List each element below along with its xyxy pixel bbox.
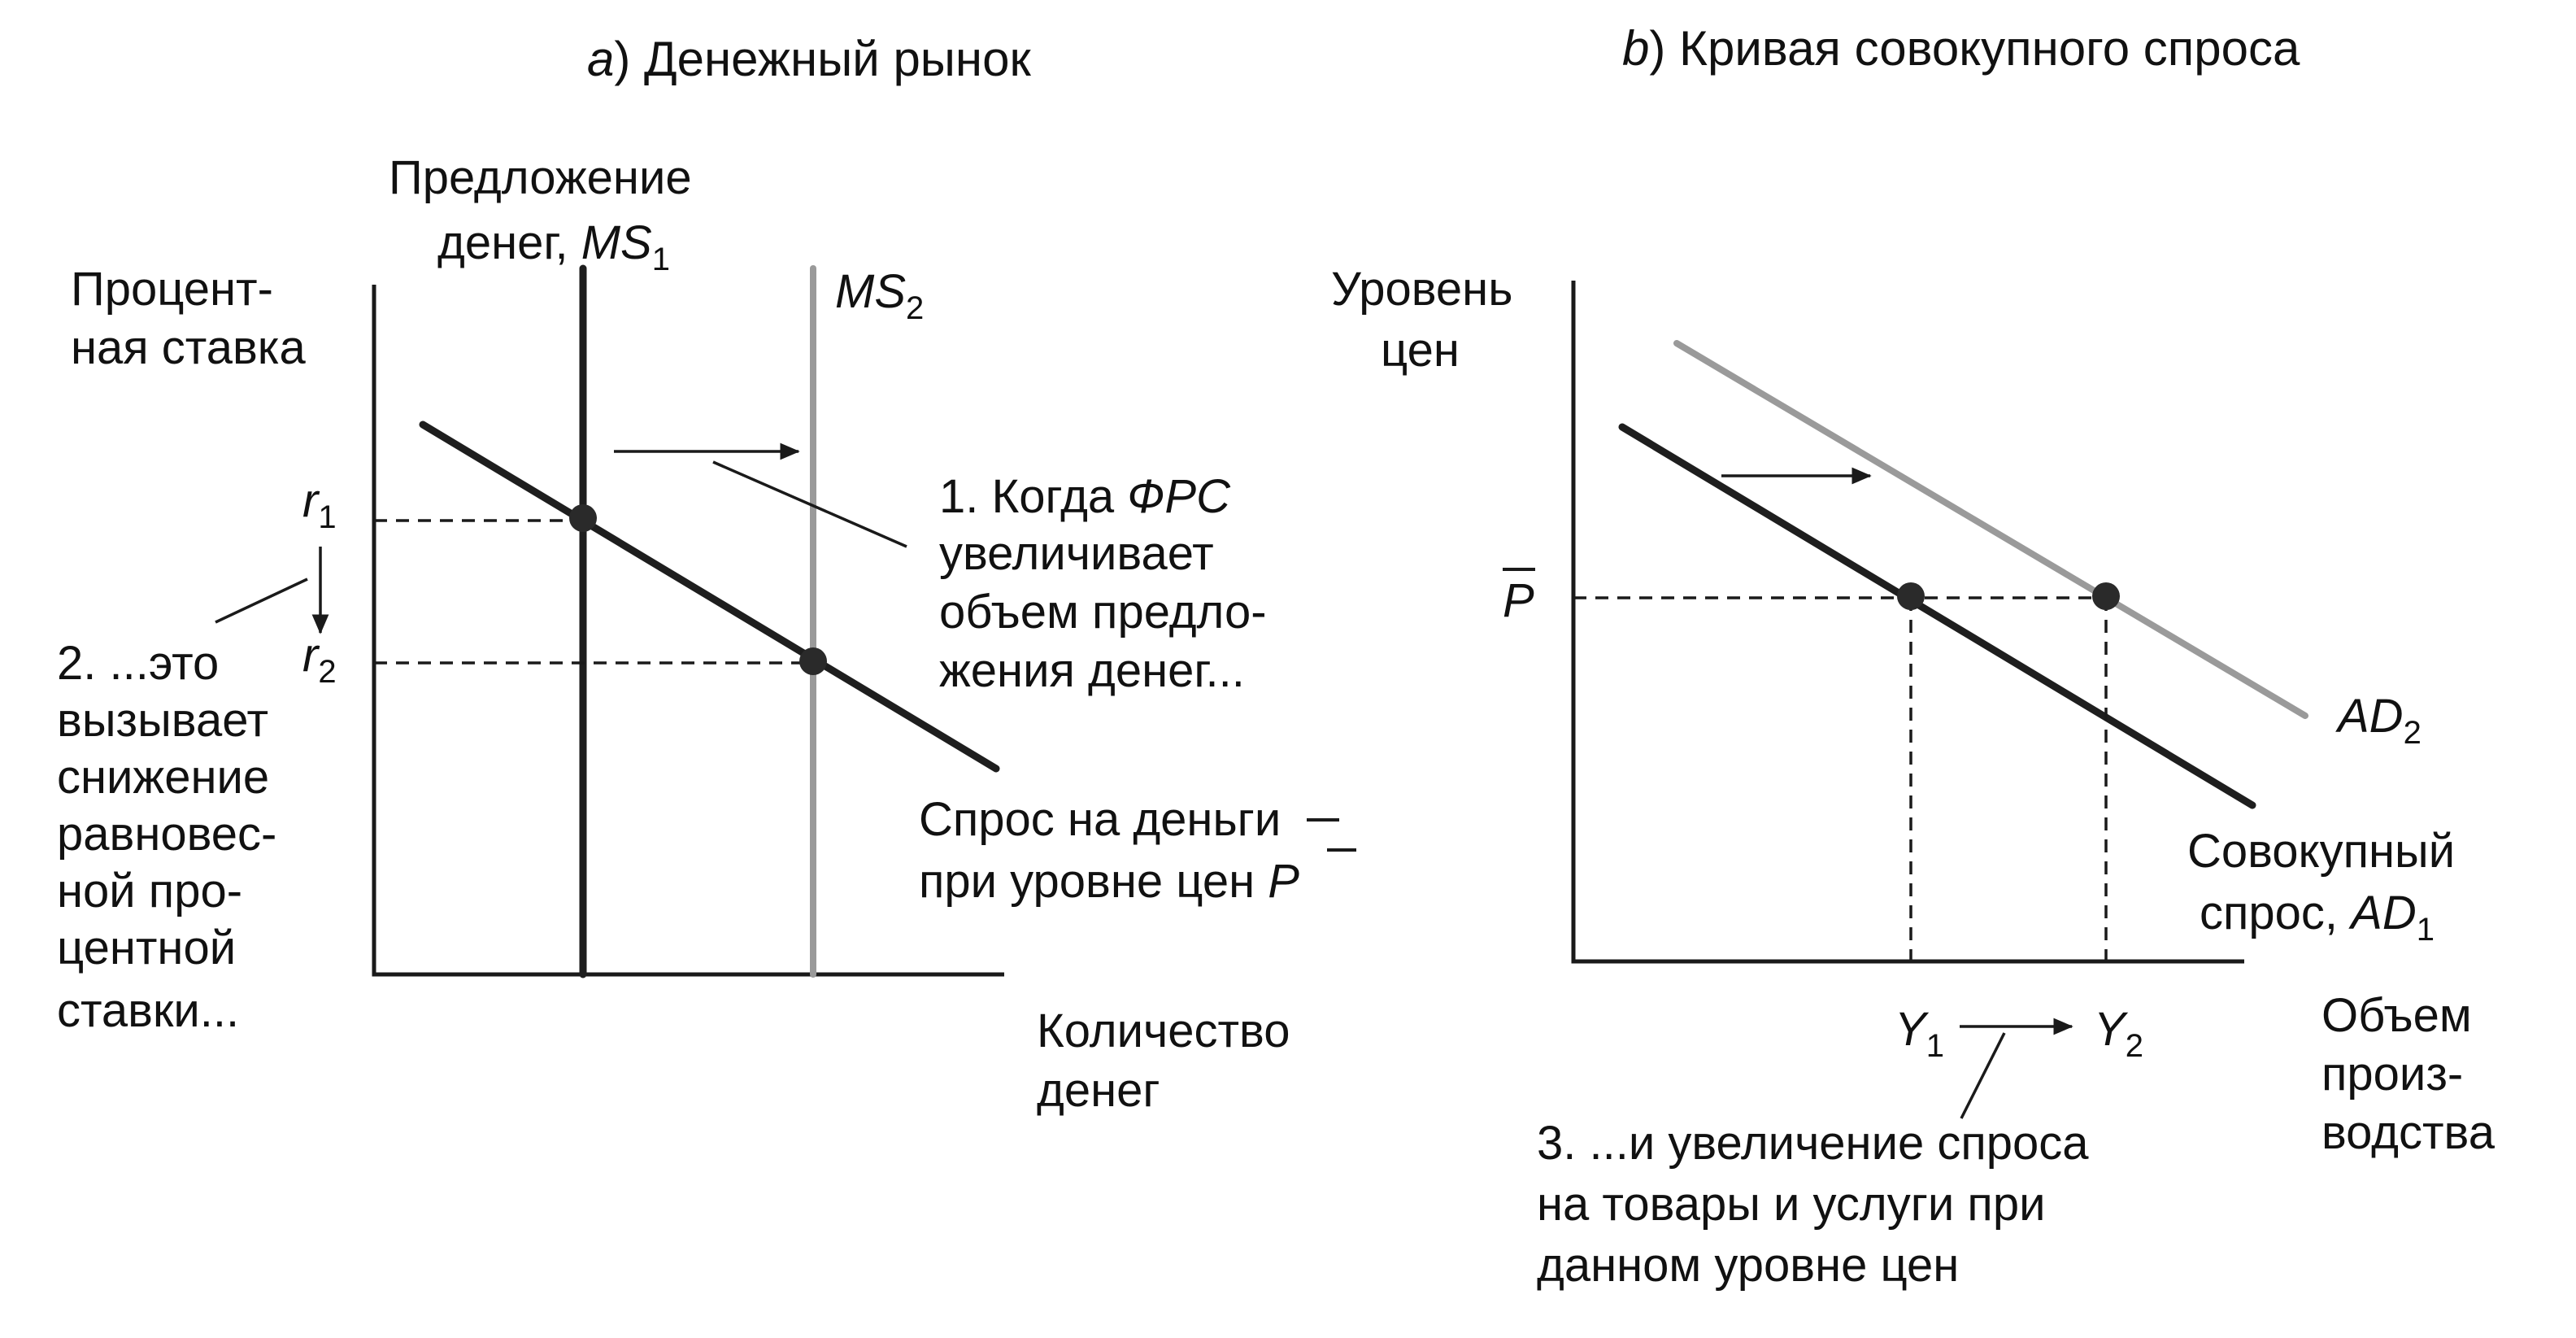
- note2-line1: 2. ...это: [57, 637, 219, 690]
- note1-leader-line: [712, 460, 907, 548]
- panel-a-title-text: ) Денежный рынок: [614, 32, 1031, 86]
- r2-label: r2: [302, 629, 337, 690]
- note2-line5: ной про-: [57, 865, 242, 917]
- r2-subscript: 2: [318, 654, 336, 690]
- ms2-symbol: MS: [835, 265, 906, 318]
- r1-label: r1: [302, 474, 337, 535]
- note2-line6: центной: [57, 922, 236, 974]
- note3-line3: данном уровне цен: [1537, 1239, 1959, 1292]
- note3-line2: на товары и услуги при: [1537, 1178, 2045, 1231]
- note1-fed: ФРС: [1127, 470, 1231, 523]
- r2-symbol: r: [302, 629, 320, 682]
- panel-b-title-text: ) Кривая совокупного спроса: [1649, 21, 2300, 76]
- note3-leader-line: [1960, 1032, 2006, 1119]
- ms2-label: MS2: [835, 265, 924, 326]
- ms1-symbol: MS: [581, 216, 652, 269]
- equilibrium-point-1: [569, 504, 597, 532]
- y1-subscript: 1: [1926, 1028, 1944, 1064]
- price-level-label: P: [1503, 574, 1534, 627]
- note2-line7: ставки...: [57, 984, 239, 1037]
- y1-symbol: Y: [1895, 1003, 1930, 1056]
- note1-line1: 1. Когда ФРС: [939, 470, 1231, 523]
- y2-label: Y2: [2094, 1003, 2143, 1064]
- ms1-subscript: 1: [652, 242, 670, 277]
- note1-line2: увеличивает: [939, 527, 1214, 580]
- note2-line4: равновес-: [57, 808, 276, 861]
- note1-line3: объем предло-: [939, 586, 1267, 638]
- ms2-subscript: 2: [906, 290, 924, 326]
- note2-line2: вызывает: [57, 694, 268, 747]
- r1-symbol: r: [302, 474, 320, 527]
- equilibrium-point-2: [799, 647, 827, 675]
- panel-b-y-axis-label-line1: Уровень: [1331, 263, 1512, 316]
- panel-b-y-axis-label-line2: цен: [1381, 324, 1460, 377]
- ad1-label-line1: Совокупный: [2187, 825, 2455, 878]
- panel-b-title: b) Кривая совокупного спроса: [1622, 21, 2300, 76]
- money-demand-curve: [419, 421, 1000, 773]
- panel-b-x-axis-label-line3: водства: [2321, 1106, 2496, 1159]
- panel-b-x-axis-label-line1: Объем: [2321, 989, 2472, 1042]
- ad2-subscript: 2: [2404, 715, 2422, 751]
- panel-a-y-axis-label-line2: ная ставка: [71, 321, 306, 374]
- y2-symbol: Y: [2094, 1003, 2129, 1056]
- money-demand-price-symbol: P: [1268, 855, 1299, 908]
- ad2-curve: [1673, 340, 2308, 719]
- note3-line1: 3. ...и увеличение спроса: [1537, 1117, 2089, 1170]
- panel-a-axes: [372, 285, 1004, 977]
- ad1-label-line2: спрос, AD1: [2200, 887, 2435, 948]
- note1-line4: жения денег...: [939, 644, 1245, 697]
- ad1-symbol: AD: [2348, 887, 2417, 939]
- panel-b-aggregate-demand: b) Кривая совокупного спроса Уровень цен…: [1331, 21, 2496, 1292]
- panel-b-axes: [1571, 281, 2244, 964]
- panel-a-money-market: a) Денежный рынок Процент- ная ставка Ко…: [57, 32, 1356, 1117]
- ms1-label-prefix: денег,: [437, 216, 581, 269]
- note2-leader-line: [215, 577, 308, 624]
- ad2-point: [2092, 582, 2120, 610]
- ms1-label-line1: Предложение: [389, 151, 692, 204]
- y1-label: Y1: [1895, 1003, 1944, 1064]
- panel-b-title-letter: b: [1622, 21, 1649, 76]
- r1-subscript: 1: [318, 499, 336, 535]
- panel-a-x-axis-label-line1: Количество: [1037, 1005, 1290, 1057]
- note2: 2. ...это вызывает снижение равновес- но…: [57, 637, 276, 1037]
- ad1-curve: [1618, 423, 2256, 809]
- y2-subscript: 2: [2126, 1028, 2143, 1064]
- ad1-point: [1897, 582, 1925, 610]
- ad1-subscript: 1: [2417, 912, 2435, 948]
- note2-line3: снижение: [57, 751, 269, 804]
- panel-a-y-axis-label-line1: Процент-: [71, 263, 273, 316]
- ms1-label-line2: денег, MS1: [437, 216, 670, 277]
- money-demand-label-prefix: при уровне цен: [919, 855, 1268, 908]
- panel-b-x-axis-label-line2: произ-: [2321, 1048, 2463, 1100]
- panel-a-x-axis-label-line2: денег: [1037, 1064, 1160, 1117]
- panel-a-title: a) Денежный рынок: [587, 32, 1031, 86]
- note1-prefix: 1. Когда: [939, 470, 1127, 523]
- ad2-symbol: AD: [2335, 690, 2404, 743]
- ad2-label: AD2: [2335, 690, 2422, 751]
- money-demand-label-line1: Спрос на деньги: [919, 793, 1281, 846]
- money-demand-label-line2: при уровне цен P: [919, 855, 1299, 908]
- ad1-label-prefix: спрос,: [2200, 887, 2351, 939]
- panel-a-title-letter: a: [587, 32, 614, 86]
